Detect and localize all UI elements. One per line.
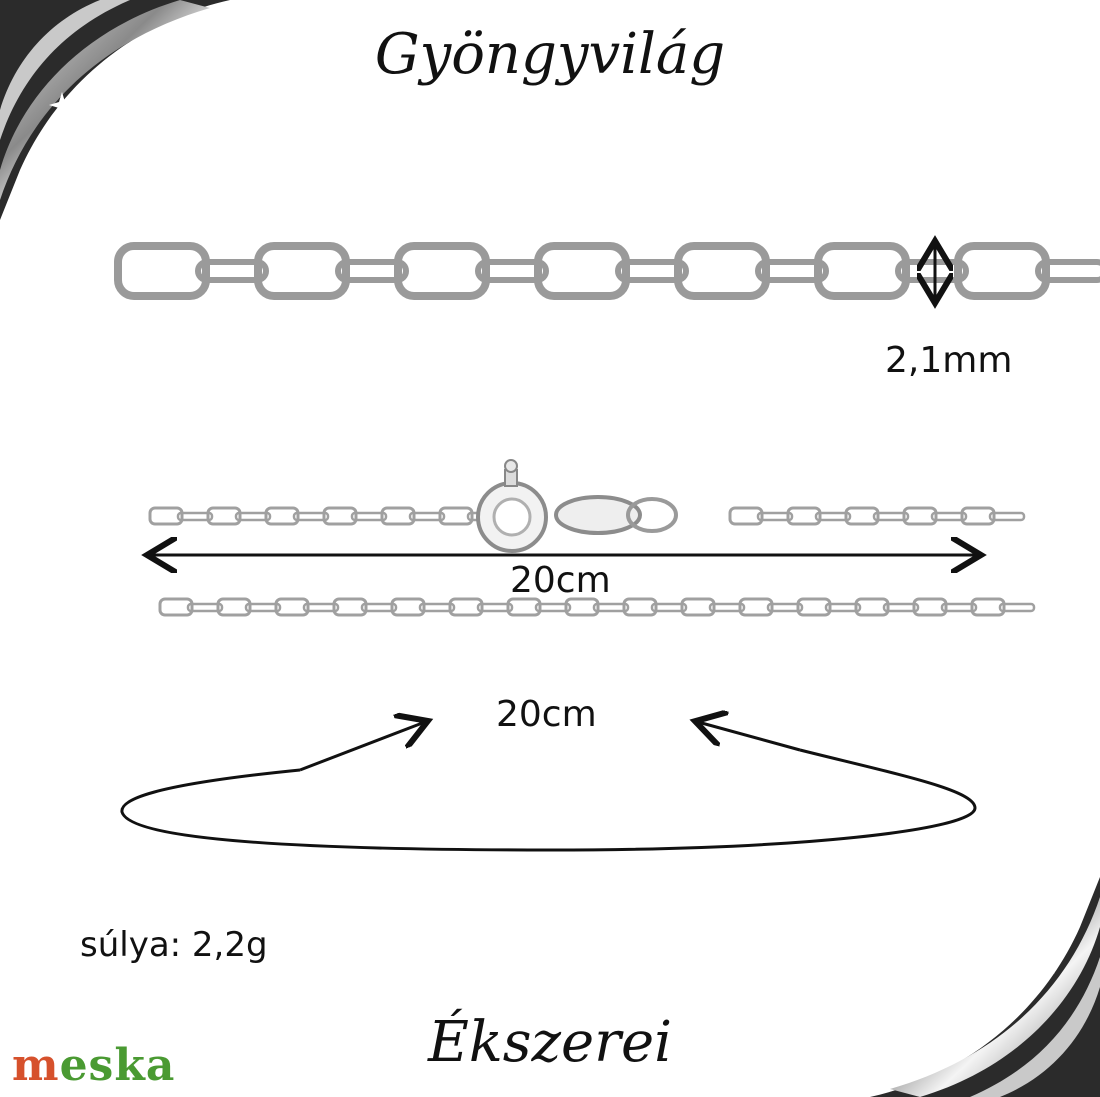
chain-link-side [1035,259,1100,283]
chain-link-flat [216,597,252,617]
chain-link-side [824,602,862,613]
chain-link-side [534,602,572,613]
link-width-label: 2,1mm [885,340,1013,381]
chain-link-flat [264,506,300,526]
chain-link-side [940,602,978,613]
chain-link-flat [564,597,600,617]
chain-link-flat [814,242,910,300]
chain-link-side [988,511,1026,522]
chain-link-flat [380,506,416,526]
chain-link-side [360,602,398,613]
chain-link-flat [960,506,996,526]
loop-arrow-left [299,722,425,772]
chain-link-side [615,259,689,283]
chain-link-flat [912,597,948,617]
chain-link-flat [158,597,194,617]
chain-link-flat [322,506,358,526]
brand-logo: meska [12,1040,175,1091]
chain-link-side [930,511,968,522]
footer-title: Ékszerei [427,1010,672,1075]
chain-link-side [708,602,746,613]
chain-link-flat [796,597,832,617]
chain-row [158,597,1036,617]
chain-link-side [186,602,224,613]
chain-link-side [998,602,1036,613]
chain-link-side [882,602,920,613]
chain-closeup [114,242,1100,300]
chain-link-side [244,602,282,613]
chain-link-side [176,511,214,522]
chain-link-flat [332,597,368,617]
chain-link-side [872,511,910,522]
brand-logo-rest: eska [59,1040,176,1091]
chain-link-flat [622,597,658,617]
chain-link-flat [148,506,184,526]
chain-link-side [195,259,269,283]
spring-ring-clasp [476,459,678,553]
chain-link-flat [786,506,822,526]
length-label: 20cm [510,560,611,601]
loop-arrow-right [698,722,801,752]
chain-link-side [756,511,794,522]
chain-link-side [302,602,340,613]
chain-link-side [292,511,330,522]
chain-link-side [592,602,630,613]
loop-length-label: 20cm [496,694,597,735]
chain-link-side [814,511,852,522]
chain-link-flat [506,597,542,617]
chain-link-flat [844,506,880,526]
chain-link-flat [970,597,1006,617]
chain-link-flat [854,597,890,617]
chain-link-flat [394,242,490,300]
brand-logo-m: m [12,1040,60,1091]
chain-link-side [418,602,456,613]
chain-link-flat [902,506,938,526]
bracelet-loop [120,748,977,852]
chain-link-side [766,602,804,613]
chain-link-flat [954,242,1050,300]
chain-link-side [650,602,688,613]
chain-link-flat [114,242,210,300]
chain-link-side [350,511,388,522]
chain-link-flat [738,597,774,617]
chain-link-flat [254,242,350,300]
chain-link-flat [674,242,770,300]
weight-label: súlya: 2,2g [80,925,268,965]
chain-link-side [755,259,829,283]
page-title: Gyöngyvilág [374,22,726,87]
chain-link-flat [274,597,310,617]
chain-link-side [476,602,514,613]
chain-link-side [234,511,272,522]
chain-link-flat [206,506,242,526]
chain-link-side [335,259,409,283]
chain-link-flat [390,597,426,617]
chain-link-flat [448,597,484,617]
chain-link-flat [534,242,630,300]
chain-link-side [408,511,446,522]
chain-link-flat [728,506,764,526]
chain-link-side [475,259,549,283]
chain-link-flat [438,506,474,526]
chain-with-clasp [148,506,1026,526]
chain-link-flat [680,597,716,617]
